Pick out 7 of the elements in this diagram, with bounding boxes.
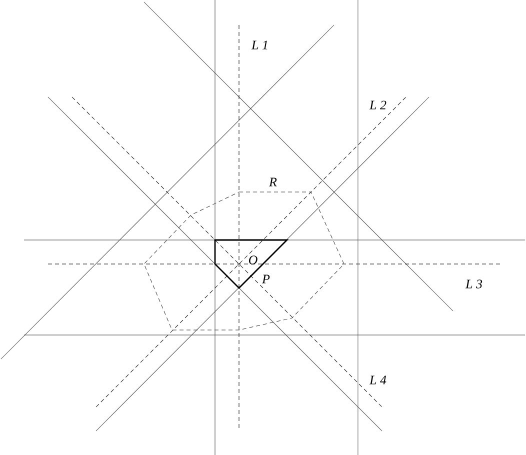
- point-label: O: [248, 256, 258, 264]
- line-label: L 3: [465, 280, 482, 288]
- region-label: R: [268, 178, 277, 186]
- line-label: L 1: [251, 40, 268, 50]
- point-label: P: [262, 274, 270, 284]
- line-label: L 4: [369, 376, 386, 384]
- line-label: L 2: [369, 100, 386, 110]
